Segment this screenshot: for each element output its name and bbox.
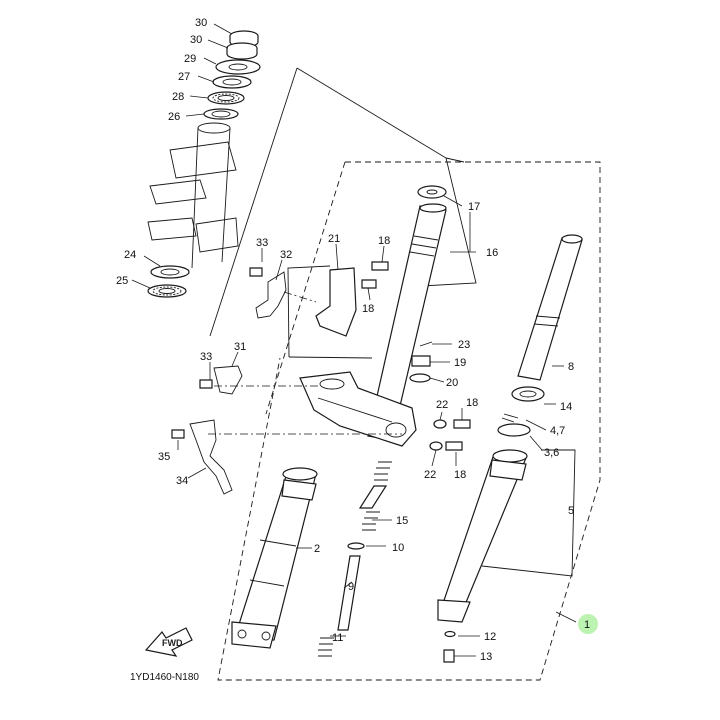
bearing-cover-27 <box>212 75 252 89</box>
bolt-18d <box>445 441 463 451</box>
seal-3-6 <box>497 423 531 437</box>
ball-race-28 <box>207 91 245 105</box>
bracket-21 <box>315 267 357 337</box>
highlight-dot <box>578 614 598 634</box>
bolt-35 <box>171 429 185 439</box>
spring-11 <box>318 637 334 657</box>
callout-31: 31 <box>234 341 246 353</box>
callout-13: 13 <box>480 651 492 663</box>
fwd-label: FWD <box>162 638 183 648</box>
callout-9: 9 <box>348 581 354 593</box>
callout-18d: 18 <box>454 469 466 481</box>
callout-18b: 18 <box>362 303 374 315</box>
clip-23 <box>419 341 433 347</box>
bolt-18a <box>371 261 389 271</box>
bolt-18c <box>453 419 471 429</box>
callout-4-7: 4,7 <box>550 425 565 437</box>
callout-33b: 33 <box>200 351 212 363</box>
inner-tube-8 <box>517 237 583 381</box>
callout-30b: 30 <box>190 34 202 46</box>
washer-22a <box>433 419 447 429</box>
forward-arrow-icon: FWD <box>144 627 193 657</box>
callout-32: 32 <box>280 249 292 261</box>
spring-15 <box>358 461 392 531</box>
ring-10 <box>347 542 365 550</box>
callout-35: 35 <box>158 451 170 463</box>
bolt-18b <box>361 279 377 289</box>
callout-8: 8 <box>568 361 574 373</box>
callout-10: 10 <box>392 542 404 554</box>
callout-22b: 22 <box>424 469 436 481</box>
head-pipe-outline <box>147 122 239 269</box>
washer-22b <box>429 441 443 451</box>
callout-2: 2 <box>314 543 320 555</box>
guide-32 <box>255 271 287 319</box>
left-fork-assembly <box>231 185 447 657</box>
bolt-33a <box>249 267 263 277</box>
callout-23: 23 <box>458 339 470 351</box>
callout-labels: 30 30 29 27 28 26 24 25 17 16 21 18 18 2… <box>116 17 598 663</box>
cap-bolt-19 <box>411 355 431 367</box>
leader-lines <box>131 23 577 657</box>
callout-33a: 33 <box>256 237 268 249</box>
right-fork-assembly <box>437 234 583 663</box>
callout-11: 11 <box>332 632 343 644</box>
callout-22a: 22 <box>436 399 448 411</box>
callout-3-6: 3,6 <box>544 447 559 459</box>
bolt-13 <box>443 649 455 663</box>
diagram-code: 1YD1460-N180 <box>130 672 199 683</box>
callout-18a: 18 <box>378 235 390 247</box>
clip-4-7 <box>501 413 519 423</box>
callout-1: 1 <box>584 619 590 631</box>
callout-20: 20 <box>446 377 458 389</box>
oil-seal-14 <box>511 386 545 402</box>
callout-14: 14 <box>560 401 572 413</box>
callout-24: 24 <box>124 249 136 261</box>
bearing-race-26 <box>203 108 239 120</box>
callout-25: 25 <box>116 275 128 287</box>
callout-16: 16 <box>486 247 498 259</box>
cap-17 <box>417 185 447 199</box>
damper-rod-9 <box>337 555 361 631</box>
callout-18c: 18 <box>466 397 478 409</box>
guide-34 <box>189 419 233 495</box>
callout-28: 28 <box>172 91 184 103</box>
callout-21: 21 <box>328 233 340 245</box>
callout-15: 15 <box>396 515 408 527</box>
callout-30a: 30 <box>195 17 207 29</box>
ring-nut-lower <box>226 42 258 60</box>
guide-31 <box>213 365 243 395</box>
gasket-12 <box>444 630 456 638</box>
assembly-frame-lines <box>209 67 601 681</box>
washer-29 <box>215 59 261 75</box>
callout-12: 12 <box>484 631 496 643</box>
o-ring-20 <box>409 373 431 383</box>
callout-29: 29 <box>184 53 196 65</box>
ball-race-25 <box>147 284 187 298</box>
callout-19: 19 <box>454 357 466 369</box>
callout-26: 26 <box>168 111 180 123</box>
bolt-33b <box>199 379 213 389</box>
callout-34: 34 <box>176 475 188 487</box>
callout-27: 27 <box>178 71 190 83</box>
callout-17: 17 <box>468 201 480 213</box>
bearing-24 <box>150 265 190 279</box>
steering-bearing-stack <box>147 30 261 298</box>
callout-5: 5 <box>568 505 574 517</box>
